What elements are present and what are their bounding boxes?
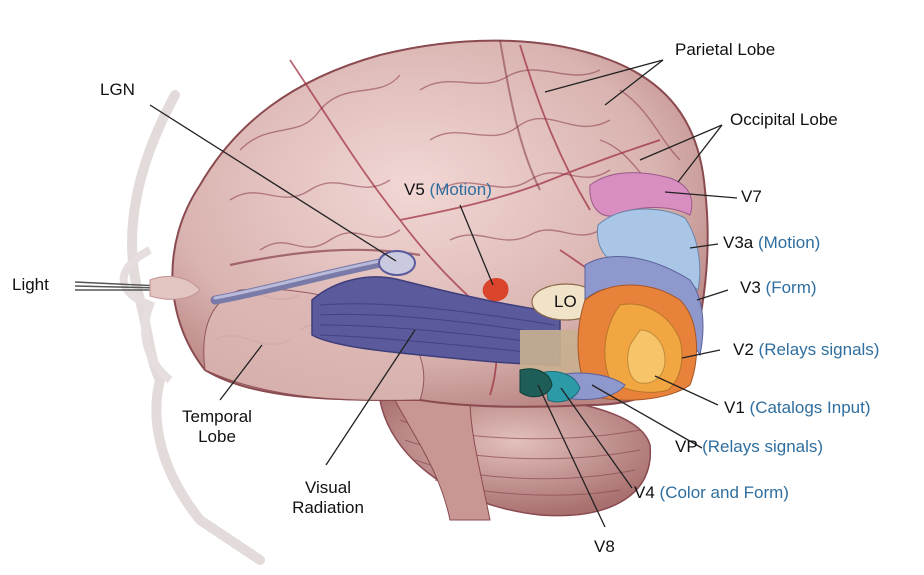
label-v1: V1 (Catalogs Input)	[724, 398, 870, 418]
label-v5-name: V5	[404, 180, 425, 199]
label-vp: VP (Relays signals)	[675, 437, 823, 457]
label-v3a: V3a (Motion)	[723, 233, 820, 253]
label-vp-name: VP	[675, 437, 697, 456]
label-v8: V8	[594, 537, 615, 557]
label-temporal-lobe-line2: Lobe	[172, 427, 262, 447]
label-v4-name: V4	[634, 483, 655, 502]
label-lo: LO	[554, 292, 577, 312]
label-v1-name: V1	[724, 398, 745, 417]
label-occipital-lobe: Occipital Lobe	[730, 110, 838, 130]
lgn-shape	[379, 251, 415, 275]
label-v3a-function: (Motion)	[758, 233, 820, 252]
label-v1-function: (Catalogs Input)	[750, 398, 871, 417]
label-temporal-lobe-line1: Temporal	[172, 407, 262, 427]
label-lgn: LGN	[100, 80, 135, 100]
label-v5-function: (Motion)	[430, 180, 492, 199]
label-v3: V3 (Form)	[740, 278, 817, 298]
label-visual-radiation-line1: Visual	[278, 478, 378, 498]
label-visual-radiation-line2: Radiation	[278, 498, 378, 518]
label-v4: V4 (Color and Form)	[634, 483, 789, 503]
label-parietal-lobe: Parietal Lobe	[675, 40, 775, 60]
label-v2: V2 (Relays signals)	[733, 340, 879, 360]
label-v3-function: (Form)	[766, 278, 817, 297]
label-v7: V7	[741, 187, 762, 207]
label-vp-function: (Relays signals)	[702, 437, 823, 456]
label-temporal-lobe: Temporal Lobe	[172, 407, 262, 447]
face-outline	[124, 250, 170, 380]
label-v4-function: (Color and Form)	[660, 483, 789, 502]
label-v3a-name: V3a	[723, 233, 753, 252]
label-v2-function: (Relays signals)	[759, 340, 880, 359]
label-light: Light	[12, 275, 49, 295]
light-rays	[75, 282, 160, 290]
label-visual-radiation: Visual Radiation	[278, 478, 378, 518]
label-v3-name: V3	[740, 278, 761, 297]
label-v5: V5 (Motion)	[404, 180, 492, 200]
label-v2-name: V2	[733, 340, 754, 359]
